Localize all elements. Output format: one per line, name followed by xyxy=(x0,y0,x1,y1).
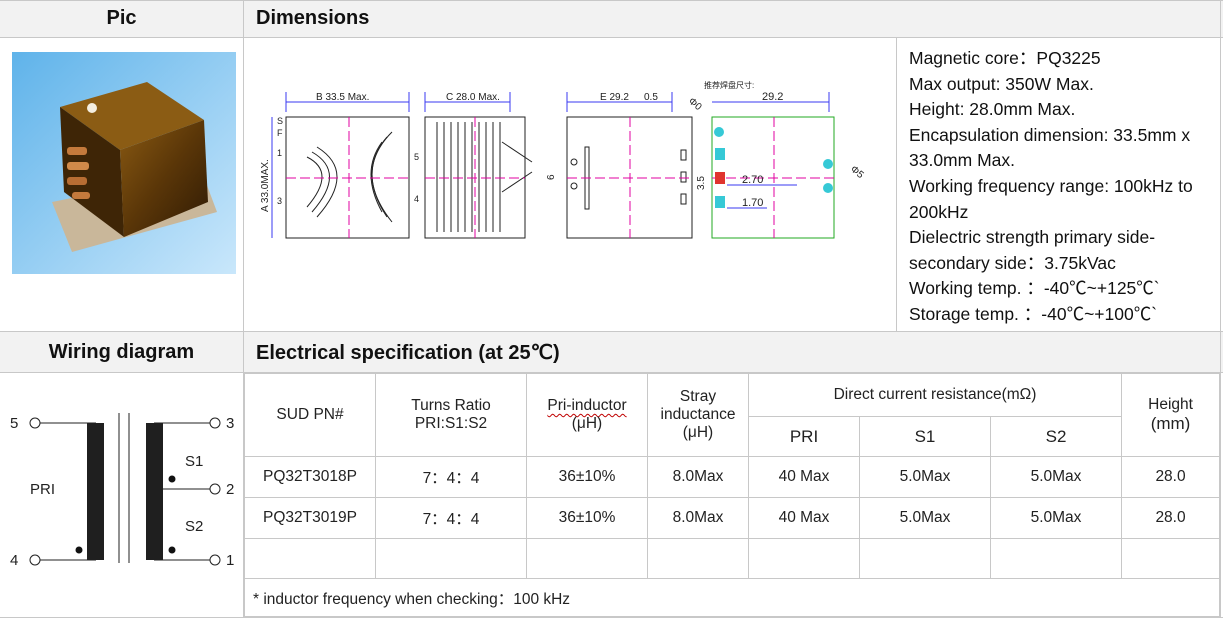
cell-dcr-s2: 5.0Max xyxy=(989,497,1123,539)
spec-line: Encapsulation dimension: 33.5mm x xyxy=(909,124,1191,145)
table-note-row: * inductor frequency when checking：100 k… xyxy=(243,578,1221,617)
spec-list: Magnetic core：PQ3225 Max output: 350W Ma… xyxy=(909,46,1217,331)
transformer-photo-icon xyxy=(12,52,236,274)
col-dcr-header: Direct current resistance(mΩ) xyxy=(747,373,1123,417)
electrical-header: Electrical specification (at 25℃) xyxy=(244,332,1223,372)
pad-170-label: 1.70 xyxy=(742,197,763,209)
spec-line: Storage temp. ：-40℃~+100℃` xyxy=(909,303,1158,324)
dimension-drawing: B 33.5 Max. C 28.0 Max. E 29.2 0.5 A 33.… xyxy=(252,72,892,252)
pin-f-label: F xyxy=(277,128,283,138)
sub-s2-header: S2 xyxy=(989,416,1123,457)
pad-phi5-label: Φ5 xyxy=(848,164,866,181)
spec-line: 33.0mm Max. xyxy=(909,150,1015,171)
cell-pri: 36±10% xyxy=(526,456,648,498)
frequency-note: * inductor frequency when checking：100 k… xyxy=(243,578,1221,617)
table-row: PQ32T3019P 7：4：4 36±10% 8.0Max 40 Max 5.… xyxy=(244,497,1221,539)
spec-line: secondary side：3.75kVac xyxy=(909,252,1116,273)
cell-turns: 7：4：4 xyxy=(375,497,527,539)
cell-pn: PQ32T3019P xyxy=(244,497,376,539)
pin-3-label: 3 xyxy=(277,196,282,206)
spec-line: Dielectric strength primary side- xyxy=(909,227,1156,248)
spec-line: Magnetic core：PQ3225 xyxy=(909,48,1101,68)
dimension-drawing-icon: B 33.5 Max. C 28.0 Max. E 29.2 0.5 A 33.… xyxy=(260,80,866,239)
pin1-label: 1 xyxy=(226,552,234,569)
spec-line: 200kHz xyxy=(909,201,969,222)
dim-6-label: 6 xyxy=(546,174,557,180)
pic-header: Pic xyxy=(0,0,243,37)
cell-stray: 8.0Max xyxy=(647,497,749,539)
cell-pn: PQ32T3018P xyxy=(244,456,376,498)
cell-dcr-s1: 5.0Max xyxy=(859,497,991,539)
pin-4-label: 4 xyxy=(414,194,419,204)
table-subheader-row: PRI S1 S2 xyxy=(245,416,1220,457)
pad-29-2-label: 29.2 xyxy=(762,91,783,103)
dim-b-label: B 33.5 Max. xyxy=(316,92,369,103)
pin-1-label: 1 xyxy=(277,148,282,158)
dim-a-label: A 33.0MAX. xyxy=(260,159,271,212)
col-pri-inductor-header: Pri-inductor(μH) xyxy=(526,373,648,457)
pin-5-label: 5 xyxy=(414,152,419,162)
cell-dcr-pri: 40 Max xyxy=(748,497,860,539)
cell-dcr-s2: 5.0Max xyxy=(989,456,1123,498)
dim-e-label: E 29.2 xyxy=(600,92,629,103)
sub-s1-header: S1 xyxy=(859,416,991,457)
sub-pri-header: PRI xyxy=(748,416,860,457)
cell-pri: 36±10% xyxy=(526,497,648,539)
pin-s-label: S xyxy=(277,116,283,126)
table-row: PQ32T3018P 7：4：4 36±10% 8.0Max 40 Max 5.… xyxy=(244,456,1221,498)
cell-stray: 8.0Max xyxy=(647,456,749,498)
spec-line: Max output: 350W Max. xyxy=(909,73,1094,94)
spec-line: Working frequency range: 100kHz to xyxy=(909,175,1193,196)
pin4-label: 4 xyxy=(10,552,18,569)
dim-35-label: 3.5 xyxy=(696,176,707,190)
wiring-diagram: 5 4 3 2 1 PRI S1 S2 xyxy=(0,373,243,617)
pad-title-label: 推荐焊盘尺寸: xyxy=(704,80,754,90)
s1-label: S1 xyxy=(185,453,203,470)
spec-line: Height: 28.0mm Max. xyxy=(909,99,1076,120)
product-photo xyxy=(12,52,236,274)
cell-height: 28.0 xyxy=(1121,456,1221,498)
col-height-header: Height(mm) xyxy=(1121,373,1221,457)
cell-turns: 7：4：4 xyxy=(375,456,527,498)
pin2-label: 2 xyxy=(226,481,234,498)
table-row-empty xyxy=(244,538,1221,579)
pad-phi0-label: Φ0 xyxy=(686,96,704,113)
pad-270-label: 2.70 xyxy=(742,174,763,186)
wiring-header: Wiring diagram xyxy=(0,332,243,372)
spec-line: Working temp. ：-40℃~+125℃` xyxy=(909,278,1160,299)
cell-dcr-s1: 5.0Max xyxy=(859,456,991,498)
pin3-label: 3 xyxy=(226,415,234,432)
pin5-label: 5 xyxy=(10,415,18,432)
cell-height: 28.0 xyxy=(1121,497,1221,539)
cell-dcr-pri: 40 Max xyxy=(748,456,860,498)
transformer-schematic-icon: 5 4 3 2 1 PRI S1 S2 xyxy=(10,413,234,569)
dimensions-header: Dimensions xyxy=(244,0,1223,37)
col-pn-header: SUD PN# xyxy=(244,373,376,457)
pri-label: PRI xyxy=(30,481,55,498)
dim-05-label: 0.5 xyxy=(644,92,658,103)
dim-c-label: C 28.0 Max. xyxy=(446,92,500,103)
s2-label: S2 xyxy=(185,518,203,535)
